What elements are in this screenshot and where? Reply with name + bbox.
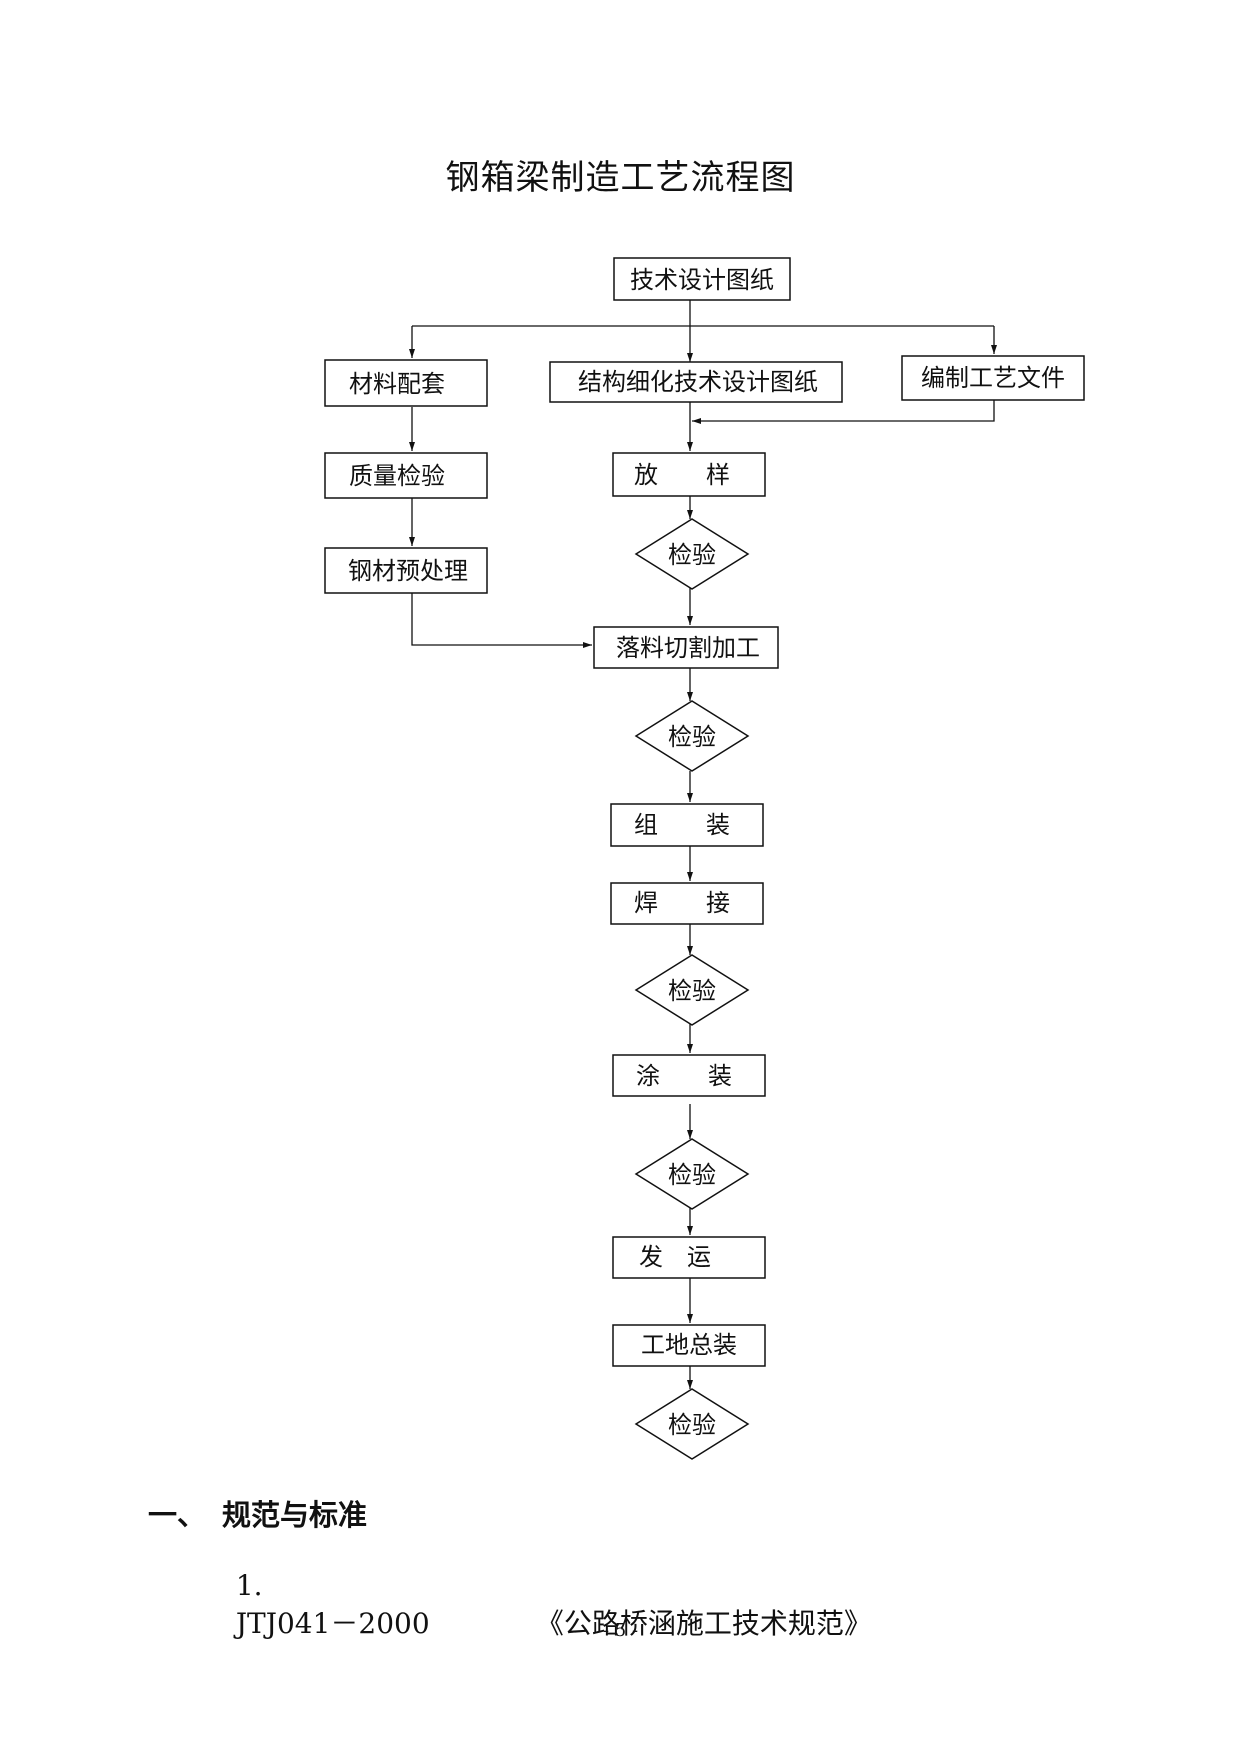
label-site-assembly: 工地总装 (641, 1331, 737, 1359)
label-check-3: 检验 (668, 977, 716, 1005)
label-check-4: 检验 (668, 1161, 716, 1189)
box-process-docs (901, 355, 1085, 401)
connector-process-return (692, 400, 995, 424)
box-cutting (593, 626, 779, 669)
label-steel-pretreatment: 钢材预处理 (348, 557, 468, 585)
label-process-docs: 编制工艺文件 (921, 364, 1065, 392)
process-boxes (324, 257, 1085, 1367)
label-shipping: 发 运 (639, 1243, 711, 1271)
label-check-1: 检验 (668, 541, 716, 569)
reference-code: JTJ041－2000 (235, 1607, 430, 1640)
box-steel-pretreatment (324, 547, 488, 594)
diamond-check-2 (634, 700, 750, 772)
diamond-check-3 (634, 954, 750, 1026)
connector-pretreat-cutting (411, 593, 592, 648)
box-assembly (610, 803, 764, 847)
label-welding: 焊 接 (634, 889, 730, 917)
page-title: 钢箱梁制造工艺流程图 (445, 158, 796, 198)
label-quality-check: 质量检验 (349, 462, 445, 490)
decision-diamonds (634, 518, 750, 1460)
diamond-check-4 (634, 1138, 750, 1210)
flow-labels: 技术设计图纸 材料配套 结构细化技术设计图纸 编制工艺文件 质量检验 放 样 钢… (348, 266, 1065, 1439)
label-detail-drawings: 结构细化技术设计图纸 (578, 368, 818, 396)
section-number: 一、 (148, 1498, 207, 1532)
label-lofting: 放 样 (634, 461, 730, 489)
reference-name: 《公路桥涵施工技术规范》 (535, 1607, 872, 1640)
label-material-supply: 材料配套 (349, 370, 445, 398)
connectors (409, 300, 997, 1389)
box-lofting (612, 452, 766, 497)
box-coating (612, 1054, 766, 1097)
diamond-check-1 (634, 518, 750, 590)
label-check-2: 检验 (668, 723, 716, 751)
reference-item: 1. JTJ041－2000 《公路桥涵施工技术规范》 (218, 1536, 872, 1642)
box-shipping (612, 1236, 766, 1279)
diamond-check-5 (634, 1388, 750, 1460)
box-quality-check (324, 452, 488, 499)
label-cutting: 落料切割加工 (616, 634, 760, 662)
section-heading: 一、规范与标准 (148, 1492, 367, 1534)
box-detail-drawings (549, 361, 843, 403)
page-number: - 5 - (602, 1620, 639, 1641)
label-design-drawings: 技术设计图纸 (630, 266, 774, 294)
box-design-drawings (613, 257, 791, 301)
label-check-5: 检验 (668, 1411, 716, 1439)
box-welding (610, 882, 764, 925)
box-site-assembly (612, 1324, 766, 1367)
box-material-supply (324, 359, 488, 407)
label-assembly: 组 装 (634, 811, 730, 839)
reference-index: 1. (235, 1569, 263, 1602)
section-title: 规范与标准 (222, 1498, 368, 1532)
label-coating: 涂 装 (636, 1062, 732, 1090)
